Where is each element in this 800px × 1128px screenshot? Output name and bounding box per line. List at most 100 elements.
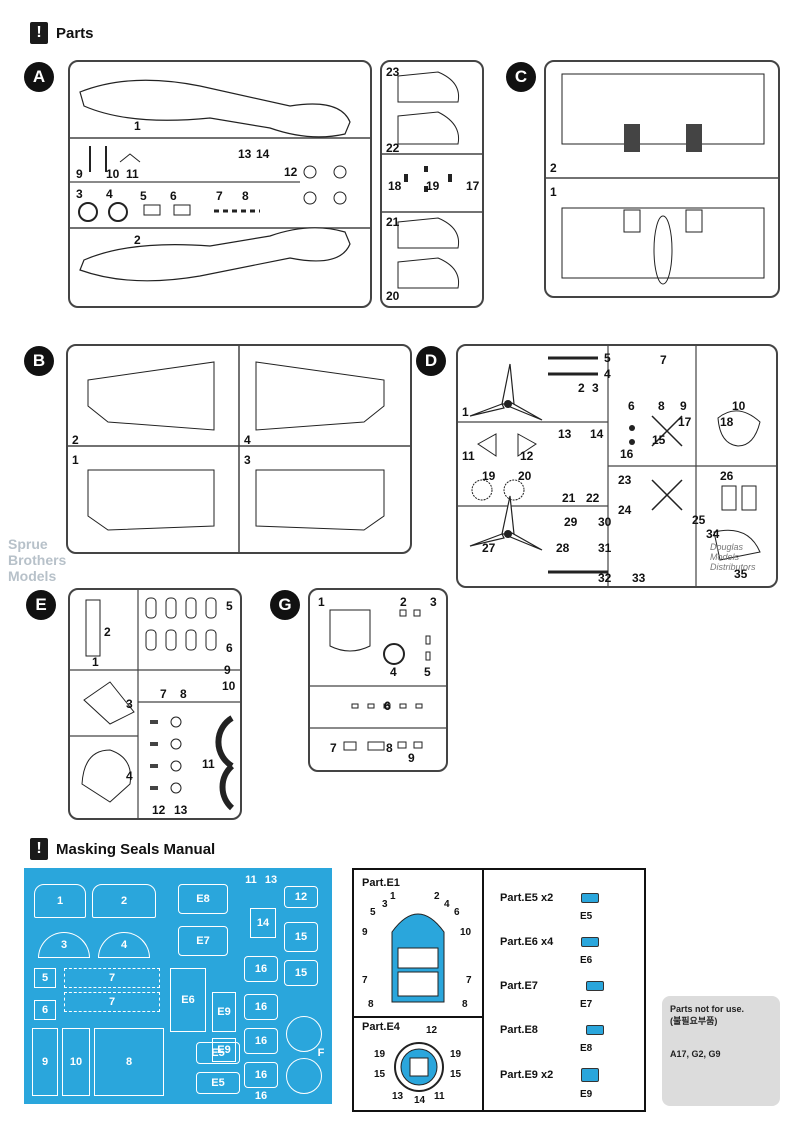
part-label: 18	[388, 179, 402, 193]
mask-piece: 7	[64, 992, 160, 1012]
mask-piece: 16	[254, 1090, 268, 1102]
part-label: 20	[386, 289, 400, 303]
e1-label: 4	[444, 899, 450, 910]
e4-label: 15	[450, 1069, 462, 1080]
e4-diagram	[394, 1042, 444, 1092]
mask-piece: F	[317, 1047, 325, 1059]
e1-title: Part.E1	[362, 877, 400, 889]
part-label: 14	[256, 147, 270, 161]
mask-piece: 16	[244, 1062, 278, 1088]
part-label: 1	[92, 655, 99, 669]
e1-label: 1	[390, 891, 396, 902]
mask-piece: 13	[264, 874, 278, 886]
part-label: 15	[652, 433, 666, 447]
part-label: 17	[678, 415, 692, 429]
part-label: 28	[556, 541, 570, 555]
part-label: 10	[732, 399, 746, 413]
e1-label: 7	[466, 975, 472, 986]
e1-label: 2	[434, 891, 440, 902]
mask-piece: E9	[212, 1038, 236, 1062]
mask-piece: 12	[284, 886, 318, 908]
part-label: 12	[520, 449, 534, 463]
part-label: 4	[244, 433, 251, 447]
part-label: 1	[134, 119, 141, 133]
mask-piece: 9	[32, 1028, 58, 1096]
e1-label: 8	[462, 999, 468, 1010]
sprue-c-badge: C	[506, 62, 536, 92]
part-label: 1	[550, 185, 557, 199]
part-label: 6	[628, 399, 635, 413]
part-label: 2	[104, 625, 111, 639]
manual-row-e6: Part.E6 x4	[500, 936, 600, 948]
manual-row-e7: Part.E7	[500, 980, 604, 992]
part-label: 4	[604, 367, 611, 381]
part-label: 8	[658, 399, 665, 413]
part-label: 23	[386, 65, 400, 79]
e1-diagram	[391, 913, 445, 1003]
part-label: 13	[238, 147, 252, 161]
part-label: 3	[126, 697, 133, 711]
part-label: 4	[126, 769, 133, 783]
part-label: 12	[284, 165, 298, 179]
mask-piece: 6	[34, 1000, 56, 1020]
mask-piece: 4	[98, 932, 150, 958]
mask-piece: 8	[94, 1028, 164, 1096]
sprue-d-badge: D	[416, 346, 446, 376]
mask-piece: E6	[170, 968, 206, 1032]
part-label: 11	[126, 167, 139, 181]
part-label: 6	[384, 699, 391, 713]
part-label: 5	[140, 189, 147, 203]
sprue-b-drawing	[68, 346, 410, 552]
mask-piece: 15	[284, 960, 318, 986]
mask-chip	[585, 981, 604, 991]
e4-label: 11	[434, 1091, 445, 1102]
part-label: 8	[180, 687, 187, 701]
e4-label: 13	[392, 1091, 404, 1102]
part-label: 24	[618, 503, 632, 517]
part-label: 26	[720, 469, 734, 483]
part-label: 18	[720, 415, 734, 429]
part-label: 34	[706, 527, 720, 541]
part-label: 8	[386, 741, 393, 755]
e1-label: 7	[362, 975, 368, 986]
part-label: 22	[586, 491, 600, 505]
mask-piece: 15	[284, 922, 318, 952]
part-label: 3	[430, 595, 437, 609]
part-label: 12	[152, 803, 166, 817]
e4-label: 12	[426, 1025, 438, 1036]
mask-piece: 1	[34, 884, 86, 918]
mask-chip	[581, 937, 600, 947]
part-label: 9	[408, 751, 415, 765]
e1-label: 9	[362, 927, 368, 938]
part-label: 10	[222, 679, 236, 693]
part-label: 4	[390, 665, 397, 679]
part-label: 16	[620, 447, 634, 461]
part-label: 1	[318, 595, 325, 609]
part-label: 19	[426, 179, 440, 193]
mask-piece: E5	[196, 1072, 240, 1094]
part-label: 2	[578, 381, 585, 395]
part-label: 35	[734, 567, 748, 581]
part-label: 2	[550, 161, 557, 175]
part-label: 1	[462, 405, 469, 419]
sprue-d-drawing	[458, 346, 776, 586]
sprue-g-badge: G	[270, 590, 300, 620]
sprue-g: 1 2 3 4 5 6 7 8 9	[308, 588, 448, 772]
sprue-c-drawing	[546, 73, 778, 285]
part-label: 21	[562, 491, 576, 505]
exclamation-icon: !	[30, 22, 48, 44]
part-label: 2	[134, 233, 141, 247]
e1-label: 8	[368, 999, 374, 1010]
part-label: 25	[692, 513, 706, 527]
masking-sheet: 1 2 3 4 5 6 7 7 8 9 10 11 13 14 12 E8 E7…	[24, 868, 332, 1104]
part-label: 9	[680, 399, 687, 413]
mask-chip	[581, 893, 600, 903]
part-label: 1	[72, 453, 79, 467]
part-label: 21	[386, 215, 400, 229]
mask-piece: 11	[245, 874, 257, 886]
part-label: 3	[244, 453, 251, 467]
mask-piece: 16	[244, 1028, 278, 1054]
part-label: 14	[590, 427, 604, 441]
part-label: 4	[106, 187, 113, 201]
